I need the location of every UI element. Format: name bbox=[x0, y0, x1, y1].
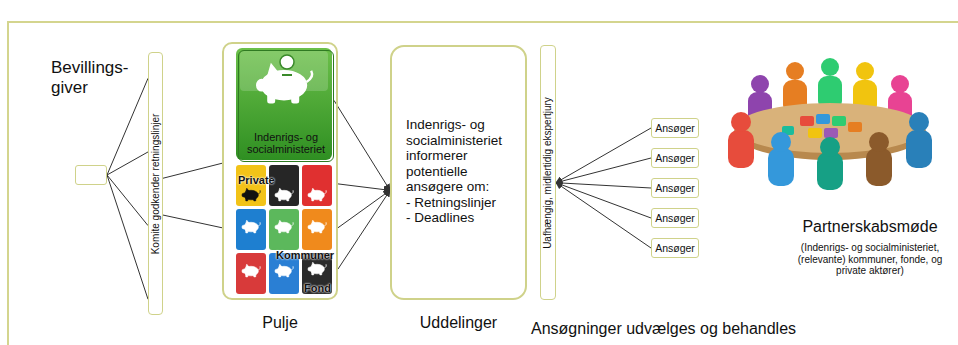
node-text: Komite godkender retningslinjer bbox=[150, 113, 162, 254]
piggy-tiles bbox=[236, 165, 332, 294]
node-text: - Retningslinjer bbox=[406, 195, 521, 211]
node-text: Ansøger bbox=[655, 242, 695, 254]
applicant-box: Ansøger bbox=[651, 148, 699, 168]
person-body bbox=[817, 152, 843, 190]
person-head bbox=[891, 75, 909, 93]
connector bbox=[163, 163, 222, 178]
front-people bbox=[728, 112, 932, 190]
connector bbox=[107, 175, 148, 299]
panel-border bbox=[8, 22, 958, 345]
applicant-box: Ansøger bbox=[651, 178, 699, 198]
meeting-title: Partnerskabsmøde bbox=[790, 218, 950, 236]
connector bbox=[107, 78, 148, 175]
tile bbox=[236, 209, 266, 250]
person-head bbox=[856, 62, 874, 80]
node-text: Bevillings- giver bbox=[51, 58, 151, 97]
person-head bbox=[731, 112, 751, 132]
table-edge bbox=[734, 104, 926, 160]
connector bbox=[107, 175, 148, 226]
pig-icon bbox=[275, 220, 293, 233]
node-text: Indenrigs- og socialministeriet informer… bbox=[406, 117, 524, 195]
person-body bbox=[866, 148, 892, 186]
connector bbox=[556, 158, 651, 183]
ministry-piggy-tile bbox=[236, 48, 332, 160]
connector bbox=[556, 183, 651, 188]
coin-slot bbox=[282, 74, 292, 76]
puzzle-pieces bbox=[782, 114, 862, 138]
applicant-box: Ansøger bbox=[651, 208, 699, 228]
stage-label: Ansøgninger udvælges og behandles bbox=[531, 320, 796, 338]
person-head bbox=[751, 75, 769, 93]
tile bbox=[269, 209, 299, 250]
piggy-bank-icon bbox=[257, 64, 312, 102]
pig-icon bbox=[242, 220, 260, 233]
connector bbox=[334, 100, 390, 190]
node-text: Ansøger bbox=[655, 182, 695, 194]
connector bbox=[556, 183, 651, 218]
ministry-tile: Indenrigs- og socialministeriet bbox=[238, 50, 334, 162]
connector bbox=[163, 215, 222, 228]
node-text: - Deadlines bbox=[406, 210, 521, 226]
group-label: Kommuner bbox=[276, 249, 334, 262]
puzzle-piece bbox=[808, 128, 822, 138]
meeting-illustration bbox=[728, 58, 932, 190]
tile bbox=[302, 165, 332, 206]
node-text: Pulje bbox=[224, 314, 336, 332]
puzzle-piece bbox=[824, 128, 838, 138]
connector bbox=[338, 190, 390, 227]
puzzle-piece bbox=[800, 116, 814, 126]
connector bbox=[338, 184, 390, 190]
pig-icon bbox=[242, 188, 260, 201]
person-body bbox=[906, 130, 932, 168]
puzzle-piece bbox=[832, 116, 846, 126]
puzzle-piece bbox=[848, 122, 862, 132]
group-label: Fond bbox=[304, 282, 331, 295]
pig-icon bbox=[308, 188, 326, 201]
person-head bbox=[821, 58, 839, 76]
node-text: Uafhængig, midlertidig ekspertjury bbox=[542, 97, 554, 249]
pig-icon bbox=[242, 264, 260, 277]
pig-icon bbox=[308, 262, 326, 275]
person-head bbox=[909, 112, 929, 132]
person-body bbox=[768, 148, 794, 186]
applicant-box: Ansøger bbox=[651, 238, 699, 258]
committee-band: Komite godkender retningslinjer bbox=[148, 52, 163, 315]
person-head bbox=[820, 137, 840, 157]
person-head bbox=[771, 132, 791, 152]
person-body bbox=[728, 130, 754, 168]
connector bbox=[556, 128, 651, 183]
node-text: Ansøger bbox=[655, 122, 695, 134]
green-tile bbox=[236, 48, 332, 160]
applicant-box: Ansøger bbox=[651, 118, 699, 138]
node-text: Ansøger bbox=[655, 212, 695, 224]
person-head bbox=[869, 132, 889, 152]
puzzle-piece bbox=[816, 114, 830, 124]
node-text: Indenrigs- og socialministeriet bbox=[239, 131, 333, 156]
coin bbox=[280, 55, 294, 69]
tile bbox=[302, 209, 332, 250]
person-head bbox=[786, 62, 804, 80]
jury-band: Uafhængig, midlertidig ekspertjury bbox=[540, 45, 556, 300]
tile bbox=[236, 253, 266, 294]
pig-icon bbox=[275, 188, 293, 201]
pig-icon bbox=[275, 264, 293, 277]
connector bbox=[107, 152, 148, 175]
pig-icon bbox=[308, 220, 326, 233]
connector bbox=[338, 190, 390, 269]
node-text: Uddelinger bbox=[392, 314, 525, 332]
node-text: Ansøger bbox=[655, 152, 695, 164]
distribution-box: Indenrigs- og socialministeriet informer… bbox=[390, 45, 527, 300]
meeting-caption: (Indenrigs- og socialministeriet, (relev… bbox=[792, 242, 948, 277]
grantor-box: Bevillings- giver bbox=[75, 165, 107, 185]
pool-box: PuljeIndenrigs- og socialministeriet bbox=[222, 42, 338, 300]
connector bbox=[556, 183, 651, 248]
group-label: Private bbox=[238, 174, 275, 187]
